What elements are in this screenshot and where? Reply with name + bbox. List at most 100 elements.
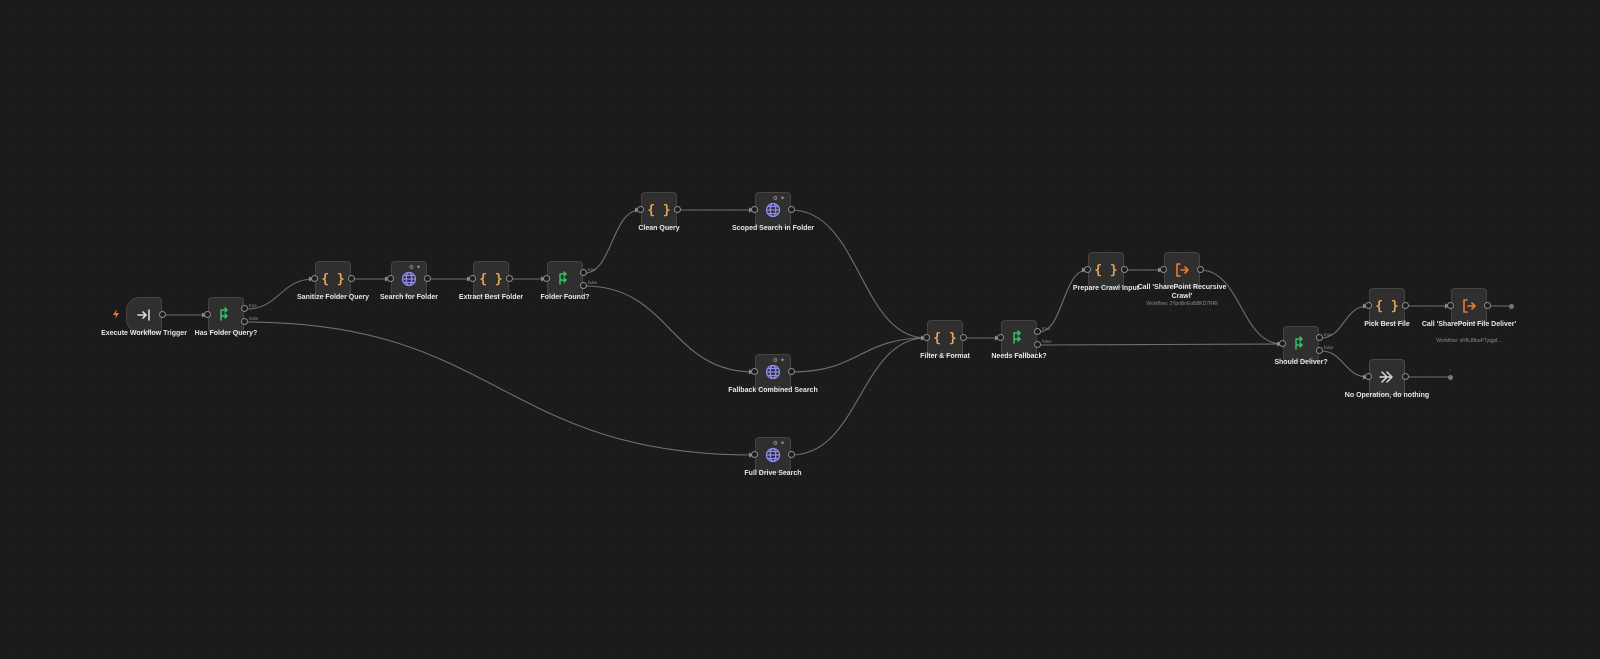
input-port[interactable] bbox=[543, 275, 550, 282]
input-port[interactable] bbox=[997, 334, 1004, 341]
output-port[interactable] bbox=[424, 275, 431, 282]
input-port[interactable] bbox=[1084, 266, 1091, 273]
edge-has-folder-true-to-sanitize bbox=[245, 278, 315, 310]
false-output-port[interactable] bbox=[580, 282, 587, 289]
input-port[interactable] bbox=[751, 206, 758, 213]
true-tag: true bbox=[1042, 326, 1050, 331]
output-port[interactable] bbox=[788, 206, 795, 213]
true-output-port[interactable] bbox=[580, 269, 587, 276]
input-port[interactable] bbox=[1279, 340, 1286, 347]
true-tag: true bbox=[1324, 332, 1332, 337]
node-label: Filter & Format bbox=[920, 353, 970, 360]
input-port[interactable] bbox=[204, 311, 211, 318]
output-port[interactable] bbox=[159, 311, 166, 318]
input-port[interactable] bbox=[751, 368, 758, 375]
globe-icon bbox=[756, 355, 790, 389]
node-label: Needs Fallback? bbox=[991, 353, 1047, 360]
double-chevron-icon bbox=[1370, 360, 1404, 394]
input-port[interactable] bbox=[751, 451, 758, 458]
output-port[interactable] bbox=[788, 368, 795, 375]
input-port[interactable] bbox=[311, 275, 318, 282]
node-badges: ⚙✦ bbox=[772, 358, 787, 364]
node-scoped-search-in-folder[interactable]: ⚙✦ bbox=[751, 192, 795, 228]
node-needs-fallback[interactable]: true false bbox=[997, 320, 1052, 356]
true-output-port[interactable] bbox=[241, 305, 248, 312]
output-port[interactable] bbox=[506, 275, 513, 282]
node-label: Search for Folder bbox=[380, 294, 438, 301]
output-port[interactable] bbox=[1402, 373, 1409, 380]
edge-needs-fallback-true-to-prepare bbox=[1038, 269, 1088, 333]
false-output-port[interactable] bbox=[1316, 347, 1323, 354]
false-tag: false bbox=[588, 280, 598, 285]
true-output-port[interactable] bbox=[1316, 334, 1323, 341]
node-label: Pick Best File bbox=[1364, 321, 1410, 328]
node-sublabel: Workflow: xRfkJ8buP7yqgd... bbox=[1436, 338, 1502, 344]
input-port[interactable] bbox=[1160, 266, 1167, 273]
node-label: Sanitize Folder Query bbox=[297, 294, 369, 301]
curly-braces-icon: { } bbox=[479, 271, 503, 287]
edge-should-deliver-false-to-noop bbox=[1320, 350, 1369, 378]
output-port[interactable] bbox=[1484, 302, 1491, 309]
node-call-sharepoint-file-deliver[interactable] bbox=[1447, 288, 1491, 324]
output-port[interactable] bbox=[674, 206, 681, 213]
node-clean-query[interactable]: { } bbox=[637, 192, 681, 228]
node-label: Call 'SharePoint Recursive Crawl' bbox=[1137, 284, 1227, 300]
node-badges: ⚙✦ bbox=[772, 441, 787, 447]
true-tag: true bbox=[588, 267, 596, 272]
branch-icon bbox=[548, 262, 582, 296]
node-label: Should Deliver? bbox=[1274, 359, 1328, 366]
output-port[interactable] bbox=[348, 275, 355, 282]
edge-needs-fallback-false-to-should-deliver bbox=[1038, 343, 1283, 346]
arrow-into-bar-icon bbox=[127, 298, 161, 332]
output-port[interactable] bbox=[788, 451, 795, 458]
input-port[interactable] bbox=[1365, 302, 1372, 309]
node-prepare-crawl-input[interactable]: { } bbox=[1084, 252, 1128, 288]
output-port[interactable] bbox=[1197, 266, 1204, 273]
input-port[interactable] bbox=[469, 275, 476, 282]
end-point bbox=[1448, 375, 1453, 380]
output-port[interactable] bbox=[1121, 266, 1128, 273]
input-port[interactable] bbox=[1447, 302, 1454, 309]
false-tag: false bbox=[1042, 339, 1052, 344]
curly-braces-icon: { } bbox=[1094, 262, 1118, 278]
node-badges: ⚙✦ bbox=[408, 265, 423, 271]
node-label: Scoped Search in Folder bbox=[731, 225, 815, 232]
branch-icon bbox=[209, 298, 243, 332]
node-filter-and-format[interactable]: { } bbox=[923, 320, 967, 356]
node-label: Execute Workflow Trigger bbox=[101, 330, 187, 337]
node-folder-found[interactable]: true false bbox=[543, 261, 598, 297]
node-fallback-combined-search[interactable]: ⚙✦ bbox=[751, 354, 795, 390]
globe-icon bbox=[756, 438, 790, 472]
node-search-for-folder[interactable]: ⚙✦ bbox=[387, 261, 431, 297]
node-sublabel: Workflow: 2YpnBnEoB8KD7RRt bbox=[1146, 301, 1218, 307]
input-port[interactable] bbox=[923, 334, 930, 341]
output-port[interactable] bbox=[960, 334, 967, 341]
input-port[interactable] bbox=[1365, 373, 1372, 380]
node-label: No Operation, do nothing bbox=[1344, 392, 1430, 399]
true-output-port[interactable] bbox=[1034, 328, 1041, 335]
sign-out-arrow-icon bbox=[1452, 289, 1486, 323]
node-has-folder-query[interactable]: true false bbox=[204, 297, 259, 333]
branch-icon bbox=[1284, 327, 1318, 361]
false-tag: false bbox=[1324, 345, 1334, 350]
node-should-deliver[interactable]: true false bbox=[1279, 326, 1334, 362]
false-output-port[interactable] bbox=[1034, 341, 1041, 348]
input-port[interactable] bbox=[387, 275, 394, 282]
edge-has-folder-false-to-full-drive bbox=[245, 321, 755, 456]
input-port[interactable] bbox=[637, 206, 644, 213]
node-badges: ⚙✦ bbox=[772, 196, 787, 202]
node-execute-workflow-trigger[interactable] bbox=[126, 297, 166, 333]
node-call-sharepoint-recursive-crawl[interactable] bbox=[1160, 252, 1204, 288]
node-pick-best-file[interactable]: { } bbox=[1365, 288, 1409, 324]
edge-scoped-to-filter bbox=[790, 209, 927, 339]
node-no-operation[interactable] bbox=[1365, 359, 1409, 395]
sign-out-arrow-icon bbox=[1165, 253, 1199, 287]
false-output-port[interactable] bbox=[241, 318, 248, 325]
node-extract-best-folder[interactable]: { } bbox=[469, 261, 513, 297]
node-full-drive-search[interactable]: ⚙✦ bbox=[751, 437, 795, 473]
output-port[interactable] bbox=[1402, 302, 1409, 309]
edge-folder-found-true-to-clean bbox=[584, 209, 641, 274]
curly-braces-icon: { } bbox=[321, 271, 345, 287]
node-sanitize-folder-query[interactable]: { } bbox=[311, 261, 355, 297]
